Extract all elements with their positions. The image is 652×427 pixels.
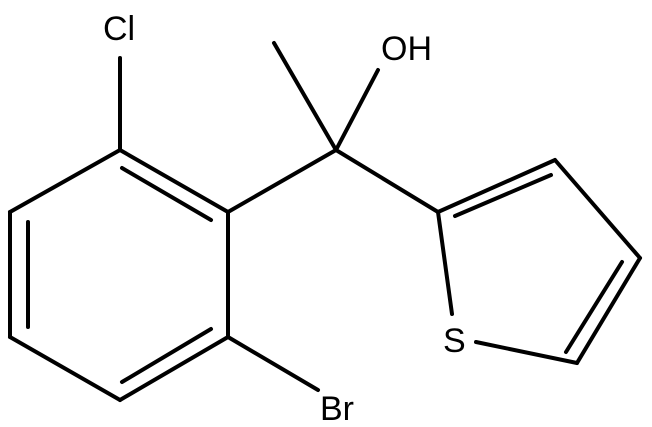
bond-ccentral-thiophene <box>334 148 440 214</box>
hydroxyl-label: OH <box>381 30 432 68</box>
bond-s-t2 <box>436 210 454 316</box>
chlorine-label: Cl <box>103 10 135 48</box>
bond-c2-c3 <box>8 148 122 214</box>
bond-t2-t3 <box>436 158 557 214</box>
bond-c1-c2 <box>118 148 230 214</box>
bond-c5-c6 <box>118 335 230 402</box>
bond-c1-ccentral <box>226 148 338 214</box>
bromine-label: Br <box>320 390 354 427</box>
bond-t4-t5 <box>575 256 642 365</box>
sulfur-label: S <box>443 322 466 360</box>
bond-c4-c5 <box>8 335 122 402</box>
bond-t2-t3-inner <box>453 173 553 218</box>
thiophene-ring <box>436 158 642 365</box>
bond-c1-c2-inner <box>120 166 213 222</box>
benzene-ring <box>8 148 230 402</box>
bond-c6-br <box>226 335 320 392</box>
bond-t3-t4 <box>553 158 642 260</box>
bond-ccentral-oh <box>334 68 380 152</box>
bond-t4-t5-inner <box>564 260 624 354</box>
bond-t5-s <box>474 340 579 365</box>
bond-ccentral-methyl <box>272 41 338 152</box>
bond-c5-c6-inner <box>120 327 213 384</box>
